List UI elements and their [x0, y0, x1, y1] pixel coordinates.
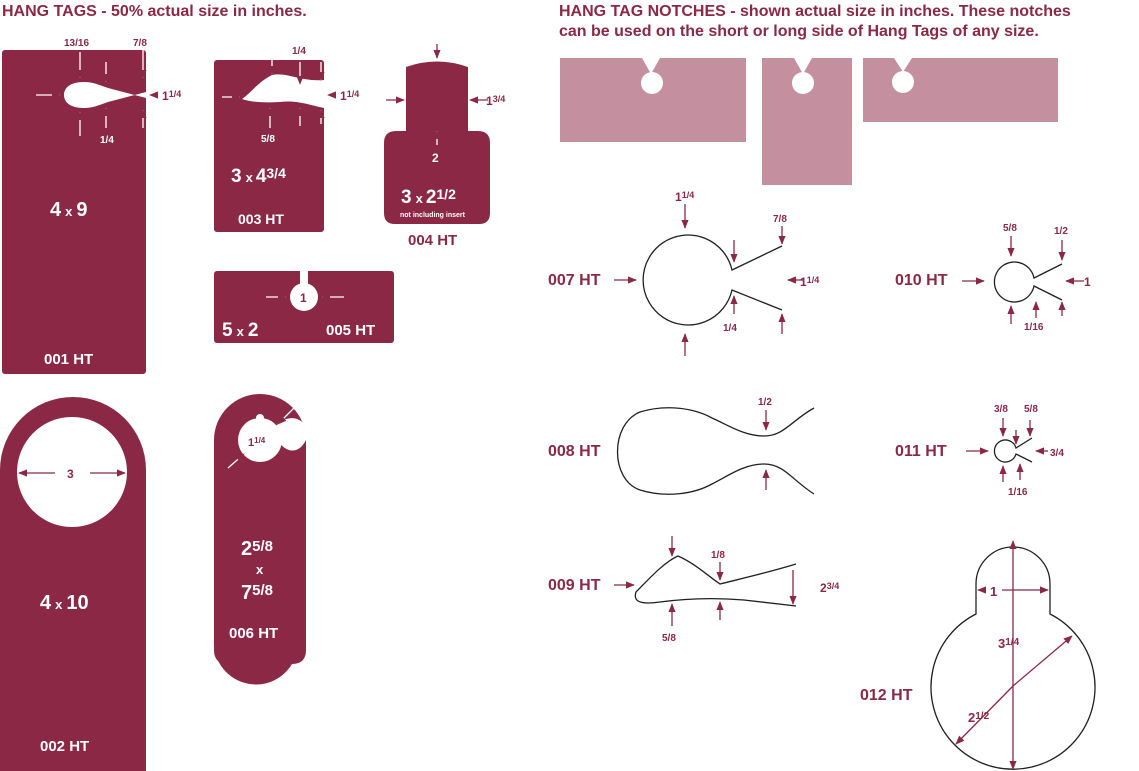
tag-001-dim-1-1-4: 11/4: [162, 89, 181, 103]
tag-006-shape: [213, 394, 306, 685]
notch-008-outline: [617, 407, 815, 495]
tag-001-dim-7-8: 7/8: [133, 38, 147, 49]
tag-003-dim-1-4: 1/4: [292, 46, 306, 57]
notch-008-code: 008 HT: [548, 443, 601, 460]
tag-003-dim-5-8: 5/8: [261, 134, 275, 145]
notch-010-bottom: 1/16: [1024, 322, 1044, 333]
tag-001-code: 001 HT: [44, 351, 93, 368]
right-header: HANG TAG NOTCHES - shown actual size in …: [559, 2, 1071, 42]
notch-009-code: 009 HT: [548, 577, 601, 594]
notch-010-code: 010 HT: [895, 272, 948, 289]
notch-011-code: 011 HT: [895, 443, 947, 460]
tag-004-dim-1-3-4: 13/4: [486, 94, 505, 108]
notch-012-width: 1: [990, 584, 997, 599]
notch-samples: [560, 58, 1058, 185]
notch-010: 010 HT 5/8 1/2 1 1/16: [895, 223, 1091, 333]
notch-012-diam: 21/2: [968, 710, 990, 725]
tag-006-size-a: 25/8: [241, 538, 273, 560]
tag-001-notch: [64, 62, 146, 108]
tag-003-shape: [214, 60, 324, 232]
notch-011-right: 3/4: [1050, 448, 1064, 459]
notch-010-tr: 1/2: [1054, 226, 1068, 237]
notch-009-top: 1/8: [711, 550, 725, 561]
notch-011-tr: 5/8: [1024, 404, 1038, 415]
notch-011-bottom: 1/16: [1008, 487, 1028, 498]
notch-sample-1: [560, 58, 746, 142]
tag-005-code: 005 HT: [326, 322, 375, 339]
tag-006-hole-dim: 11/4: [248, 436, 266, 449]
notch-009-bottom: 5/8: [662, 633, 676, 644]
notch-012-outline: [930, 546, 1096, 770]
notch-007-bottom: 1/4: [723, 323, 737, 334]
left-header: HANG TAGS - 50% actual size in inches.: [2, 2, 307, 22]
right-header-line2: can be used on the short or long side of…: [559, 23, 1039, 40]
notch-007-top: 11/4: [675, 190, 694, 204]
tag-001-dim-13-16: 13/16: [64, 38, 89, 49]
notch-010-tl: 5/8: [1003, 223, 1017, 234]
notch-008: 008 HT 1/2: [548, 397, 815, 495]
notch-011: 011 HT 3/8 5/8 3/4 1/16: [895, 404, 1064, 498]
tag-002-code: 002 HT: [40, 738, 89, 755]
tag-003-dim-1-1-4: 11/4: [340, 89, 359, 103]
notch-010-outline: [993, 261, 1063, 303]
tag-002-hole-dim: 3: [67, 467, 74, 481]
tag-006-code: 006 HT: [229, 625, 278, 642]
right-header-line1: - shown actual size in inches. These not…: [725, 3, 1071, 20]
tag-003-code: 003 HT: [238, 211, 284, 227]
notch-007-code: 007 HT: [548, 272, 601, 289]
notch-sample-2: [762, 58, 852, 185]
tag-001-dim-1-4: 1/4: [100, 135, 114, 146]
notch-009: 009 HT 1/8 5/8 23/4: [548, 536, 839, 644]
tag-005-hole: [290, 283, 318, 311]
tag-004-dim-2: 2: [432, 151, 439, 165]
notch-012-code: 012 HT: [860, 687, 913, 704]
notch-011-tl: 3/8: [994, 404, 1008, 415]
tag-006: 11/4 25/8 x 75/8 006 HT: [213, 394, 308, 685]
notch-007-tr: 7/8: [773, 214, 787, 225]
left-header-title: HANG TAGS: [2, 3, 97, 20]
notch-008-top: 1/2: [758, 397, 772, 408]
tag-006-hole: [238, 418, 282, 462]
notch-009-outline: [634, 555, 797, 607]
tag-004-code: 004 HT: [408, 232, 457, 249]
notch-009-right: 23/4: [820, 581, 839, 595]
notch-007-outline: [642, 234, 783, 326]
notch-012-height: 31/4: [998, 636, 1020, 651]
tag-004-note: not including insert: [400, 212, 466, 219]
notch-sample-3: [863, 58, 1058, 122]
tag-006-x: x: [256, 562, 264, 577]
tag-005-hole-dim: 1: [300, 291, 307, 305]
tag-001-shape: [2, 50, 146, 374]
notch-011-outline: [993, 437, 1033, 463]
notch-007-right: 11/4: [800, 275, 819, 289]
notch-012: 012 HT 1 31/4 21/2: [860, 540, 1096, 770]
notch-007: 007 HT 11/4 7/8 11/4 1/4: [548, 190, 819, 356]
left-header-subtitle: - 50% actual size in inches.: [96, 3, 307, 20]
tag-006-size-b: 75/8: [241, 582, 273, 604]
notch-010-right: 1: [1084, 275, 1091, 289]
right-header-title: HANG TAG NOTCHES: [559, 3, 726, 20]
tag-002-hole: [17, 417, 127, 527]
